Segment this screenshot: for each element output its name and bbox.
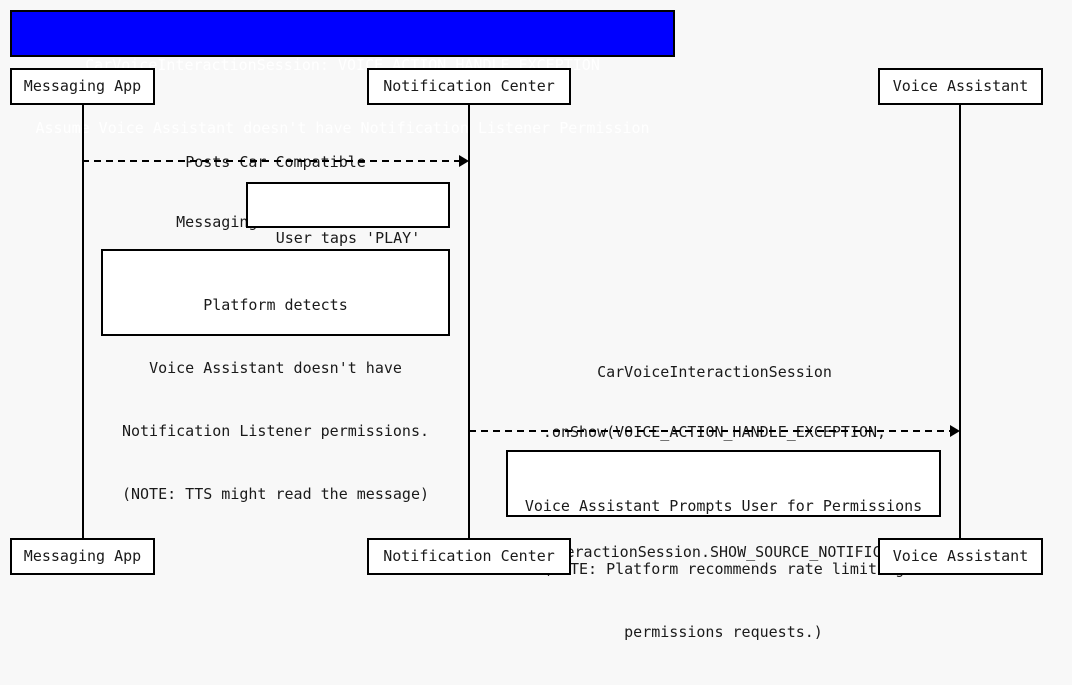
- message-arrow-shaft: [82, 160, 460, 162]
- note-prompts-user-line-3: permissions requests.): [624, 623, 823, 641]
- participant-top-messaging-app[interactable]: Messaging App: [10, 68, 155, 105]
- note-platform-detects-line-1: Platform detects: [203, 296, 348, 314]
- message-arrow-on-show: [469, 425, 960, 437]
- note-prompts-user-line-2: (NOTE: Platform recommends rate limiting: [542, 560, 905, 578]
- message-arrowhead: [459, 155, 469, 167]
- message-label-on-show-line-4: VoiceInteractionSession.SHOW_SOURCE_NOTI…: [493, 543, 936, 561]
- note-platform-detects-permission: Platform detects Voice Assistant doesn't…: [101, 249, 450, 503]
- note-user-taps-play: User taps 'PLAY' on Msg Notification: [246, 182, 450, 310]
- note-platform-detects-line-2: Voice Assistant doesn't have: [149, 359, 402, 377]
- lifeline-notification-center: [468, 104, 470, 538]
- message-label-on-show-line-2: .onShow(VOICE_ACTION_HANDLE_EXCEPTION,: [542, 423, 887, 441]
- message-label-on-show-line-1: CarVoiceInteractionSession: [597, 363, 832, 381]
- sequence-diagram: CarVoiceInteractionSession: VOICE_ACTION…: [10, 10, 1043, 641]
- participant-bottom-messaging-app[interactable]: Messaging App: [10, 538, 155, 575]
- lifeline-messaging-app: [82, 104, 84, 538]
- participant-top-voice-assistant[interactable]: Voice Assistant: [878, 68, 1043, 105]
- participant-bottom-voice-assistant[interactable]: Voice Assistant: [878, 538, 1043, 575]
- note-user-taps-play-line-1: User taps 'PLAY': [275, 229, 421, 247]
- note-prompts-user-permissions: Voice Assistant Prompts User for Permiss…: [506, 450, 941, 641]
- participant-top-notification-center[interactable]: Notification Center: [367, 68, 571, 105]
- diagram-title-banner: CarVoiceInteractionSession: VOICE_ACTION…: [10, 10, 675, 137]
- message-label-on-show: CarVoiceInteractionSession .onShow(VOICE…: [469, 322, 960, 602]
- message-label-post-notification-line-1: Posts Car Compatible: [185, 153, 366, 171]
- message-arrow-shaft: [469, 430, 951, 432]
- note-prompts-user-line-1: Voice Assistant Prompts User for Permiss…: [524, 497, 923, 515]
- message-arrowhead: [950, 425, 960, 437]
- participant-bottom-notification-center[interactable]: Notification Center: [367, 538, 571, 575]
- note-platform-detects-line-3: Notification Listener permissions.: [121, 422, 430, 440]
- diagram-title-line-2: Assume Voice Assistant doesn't have Noti…: [35, 119, 650, 137]
- message-arrow-post-notification: [82, 155, 469, 167]
- note-platform-detects-line-4: (NOTE: TTS might read the message): [121, 485, 430, 503]
- lifeline-voice-assistant: [959, 104, 961, 538]
